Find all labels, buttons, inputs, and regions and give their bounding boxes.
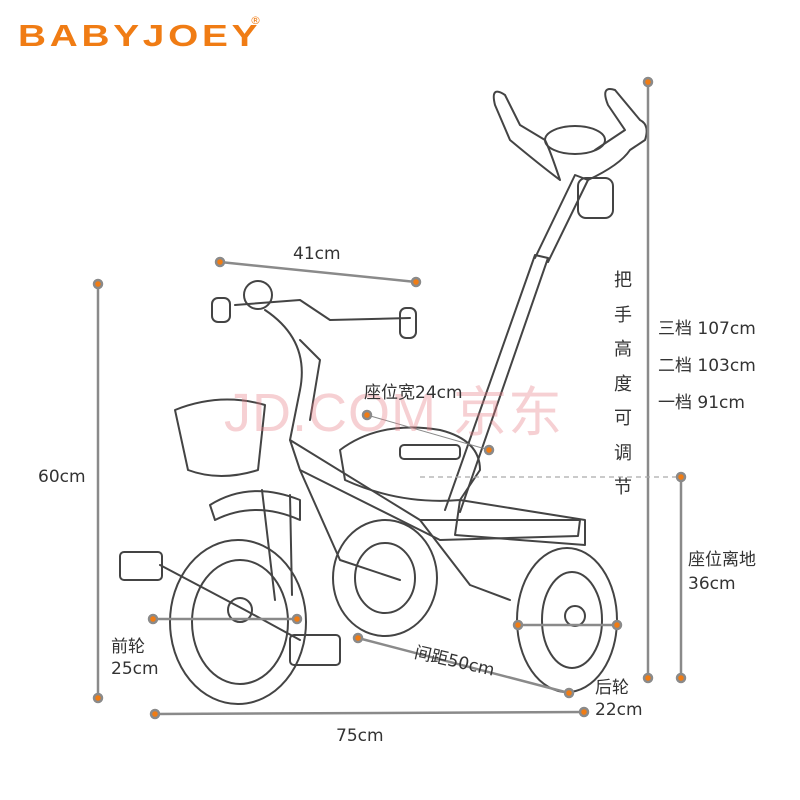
bell xyxy=(243,280,273,310)
wheel-spacing-line xyxy=(357,636,570,695)
rear-wheel-block: 后轮 22cm xyxy=(595,677,643,721)
rear-wheel-label: 后轮 xyxy=(595,678,629,698)
handle-level-1: 一档 91cm xyxy=(658,393,745,413)
title-char: 节 xyxy=(614,477,632,498)
title-char: 把 xyxy=(614,270,632,291)
measurement-dots xyxy=(92,76,687,720)
rear-wheel-value: 22cm xyxy=(595,700,643,720)
handlebar-width-label: 41cm xyxy=(293,244,341,264)
seat-width-line xyxy=(366,414,490,451)
registered-mark: ® xyxy=(250,14,261,27)
seat-height-label: 座位离地 xyxy=(688,550,756,570)
measurement-lines xyxy=(96,82,683,716)
measurement-endpoint-dot xyxy=(642,672,654,684)
handle-level-2: 二档 103cm xyxy=(658,356,756,376)
measurement-endpoint-dot xyxy=(214,256,226,268)
seat xyxy=(339,426,481,502)
front-wheel-value: 25cm xyxy=(111,659,159,679)
measurement-endpoint-dot xyxy=(675,672,687,684)
measurement-endpoint-dot xyxy=(291,613,303,625)
measurement-endpoint-dot xyxy=(352,632,364,644)
seat-height-value: 36cm xyxy=(688,574,736,594)
push-handle xyxy=(444,254,549,513)
measurement-endpoint-dot xyxy=(611,619,623,631)
handle-level-3: 三档 107cm xyxy=(658,319,756,339)
front-wheel-block: 前轮 25cm xyxy=(111,636,159,680)
handlebar-width-line xyxy=(219,260,417,284)
brand-logo: BABYJOEY xyxy=(18,18,262,53)
handle-console xyxy=(544,125,606,155)
total-length-line xyxy=(154,710,585,716)
title-char: 可 xyxy=(614,408,632,429)
front-wheel xyxy=(169,539,307,705)
handle-adjustable-title: 把 手 高 度 可 调 节 xyxy=(612,264,634,506)
front-height-label: 60cm xyxy=(38,467,86,487)
title-char: 度 xyxy=(614,373,632,395)
measurement-endpoint-dot xyxy=(92,278,104,290)
cup-holder xyxy=(577,177,614,219)
measurement-endpoint-dot xyxy=(410,276,422,288)
front-wheel-label: 前轮 xyxy=(111,637,145,657)
measurement-endpoint-dot xyxy=(512,619,524,631)
measurement-endpoint-dot xyxy=(92,692,104,704)
measurement-endpoint-dot xyxy=(149,708,161,720)
measurement-endpoint-dot xyxy=(563,687,575,699)
seat-height-block: 座位离地 36cm xyxy=(688,548,756,596)
measurement-endpoint-dot xyxy=(578,706,590,718)
seat-width-label: 座位宽24cm xyxy=(364,383,463,403)
measurement-endpoint-dot xyxy=(642,76,654,88)
watermark: JD.COM 京东 xyxy=(224,383,563,443)
measurement-endpoint-dot xyxy=(675,471,687,483)
rear-left-wheel xyxy=(332,519,438,637)
handle-levels: 三档 107cm 二档 103cm 一档 91cm xyxy=(658,311,756,422)
title-char: 调 xyxy=(614,442,632,464)
measurement-endpoint-dot xyxy=(147,613,159,625)
measurement-endpoint-dot xyxy=(483,444,495,456)
title-char: 手 xyxy=(614,304,632,326)
measurement-endpoint-dot xyxy=(361,409,373,421)
title-char: 高 xyxy=(614,339,632,360)
front-basket xyxy=(174,398,266,477)
total-length-label: 75cm xyxy=(336,726,384,746)
